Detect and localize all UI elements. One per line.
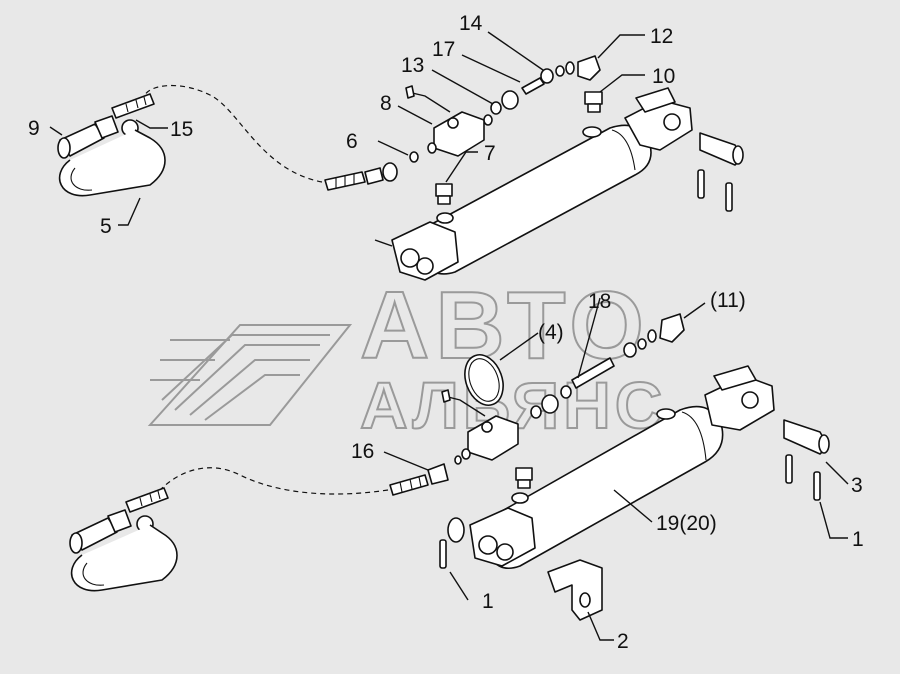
upper-pin [697, 132, 744, 212]
callout-labels: 14 12 17 13 10 8 9 15 6 7 5 18 (11) (4) … [28, 12, 864, 653]
callout-1-left: 1 [482, 590, 494, 613]
callout-15: 15 [170, 118, 193, 141]
callout-14: 14 [459, 12, 483, 35]
upper-valve [405, 85, 493, 205]
upper-coupler [57, 93, 166, 197]
lower-pin [783, 419, 830, 501]
callout-5: 5 [100, 215, 112, 238]
upper-cylinder [374, 87, 693, 281]
callout-10: 10 [652, 65, 675, 88]
lower-bracket [547, 559, 603, 621]
callout-17: 17 [432, 38, 455, 61]
callout-4: (4) [538, 321, 564, 344]
callout-8: 8 [380, 92, 392, 115]
lower-fittings [530, 313, 685, 419]
lower-cylinder [469, 365, 775, 570]
callout-18: 18 [588, 290, 611, 313]
lower-valve [441, 354, 533, 489]
callout-2: 2 [617, 630, 629, 653]
upper-fittings [490, 55, 603, 115]
watermark-line1: АВТО [360, 272, 650, 379]
callout-3: 3 [851, 474, 863, 497]
watermark-logo [147, 324, 353, 426]
callout-7: 7 [484, 142, 496, 165]
lower-hose [159, 463, 449, 496]
callout-12: 12 [650, 25, 673, 48]
leader-lines [49, 31, 849, 641]
callout-6: 6 [346, 130, 358, 153]
upper-hose [144, 84, 398, 191]
callout-16: 16 [351, 440, 374, 463]
callout-11: (11) [710, 289, 746, 312]
callout-9: 9 [28, 117, 40, 140]
callout-19-20: 19(20) [656, 512, 717, 535]
callout-1-right: 1 [852, 528, 864, 551]
lower-left-pin [439, 517, 465, 569]
lower-coupler [69, 487, 178, 592]
callout-13: 13 [401, 54, 424, 77]
